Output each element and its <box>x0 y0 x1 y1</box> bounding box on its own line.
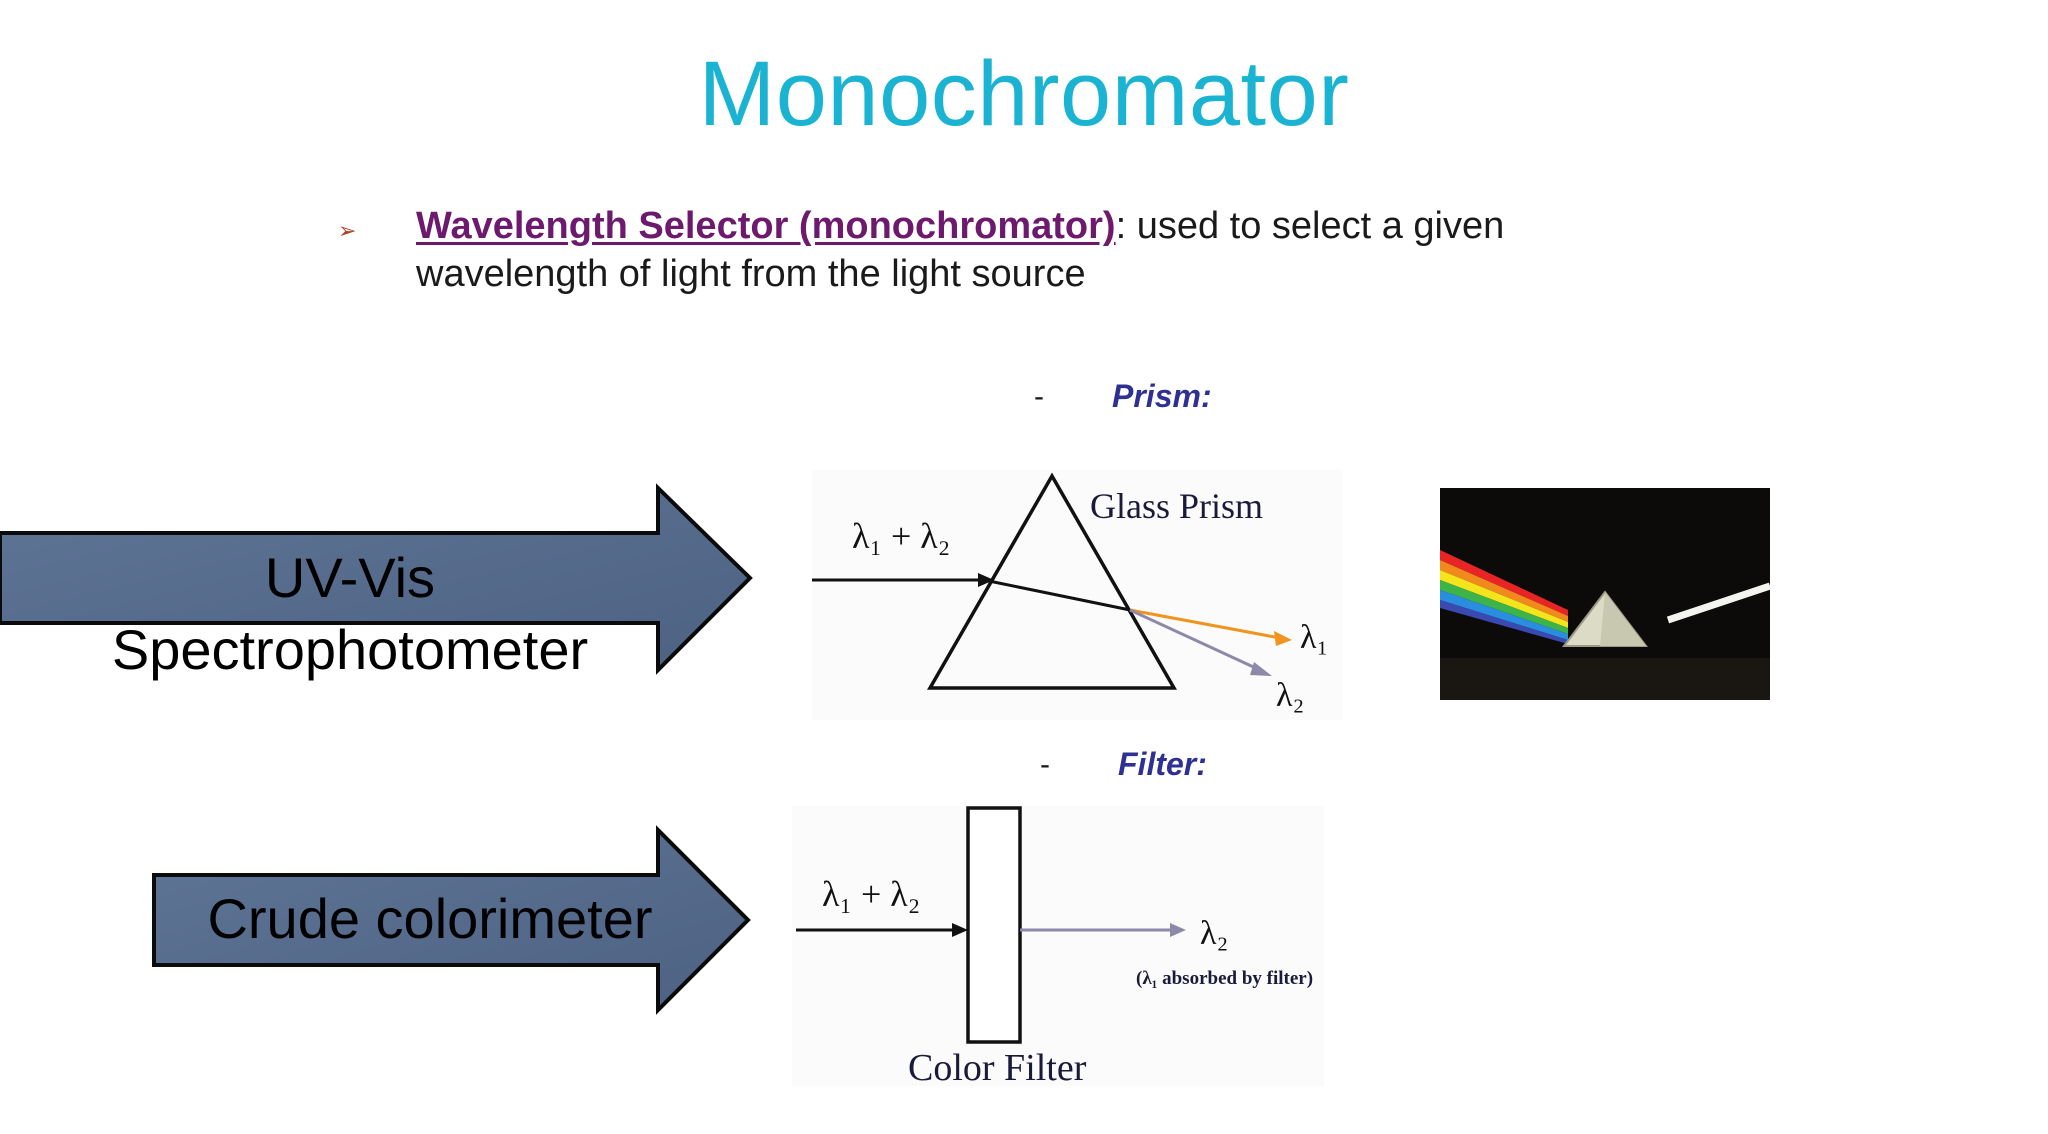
prism-out1-label: λ₁ <box>1300 619 1328 656</box>
bullet-term-link[interactable]: Wavelength Selector (monochromator) <box>416 205 1116 247</box>
prism-out2-label: λ₂ <box>1276 677 1304 714</box>
uvvis-arrow-shape <box>0 483 753 675</box>
colorimeter-arrow-label: Crude colorimeter <box>207 887 653 950</box>
slide-title: Monochromator <box>698 43 1350 145</box>
colorimeter-arrow-shape <box>152 825 751 1015</box>
uvvis-arrow-label: UV-Vis Spectrophotometer <box>80 542 620 686</box>
filter-out-label: λ₂ <box>1200 915 1228 952</box>
filter-dash: - <box>1040 748 1050 781</box>
bullet-text-after: : used to select a given <box>1115 205 1505 247</box>
prism-diagram: λ₁ + λ₂ Glass Prism λ₁ λ₂ <box>812 470 1342 720</box>
prism-incoming-label: λ₁ + λ₂ <box>852 516 950 556</box>
filter-label: Filter: <box>1118 746 1207 782</box>
prism-dash: - <box>1034 380 1044 413</box>
filter-diagram: λ₁ + λ₂ λ₂ (λ₁ absorbed by filter) Color… <box>792 806 1324 1086</box>
uvvis-arrow-line1: UV-Vis <box>264 546 436 609</box>
bullet-text: Wavelength Selector (monochromator): use… <box>416 202 1656 298</box>
arrowhead-bullet-icon: ➢ <box>338 218 357 243</box>
prism-glass-label: Glass Prism <box>1090 486 1263 526</box>
prism-label: Prism: <box>1112 378 1212 414</box>
prism-rainbow-photo <box>1440 488 1770 700</box>
uvvis-arrow-line2: Spectrophotometer <box>111 618 589 681</box>
bullet-text-line2: wavelength of light from the light sourc… <box>416 253 1086 295</box>
filter-note: (λ₁ absorbed by filter) <box>1136 968 1313 989</box>
filter-color-label: Color Filter <box>908 1047 1087 1086</box>
filter-incoming-label: λ₁ + λ₂ <box>822 874 920 914</box>
